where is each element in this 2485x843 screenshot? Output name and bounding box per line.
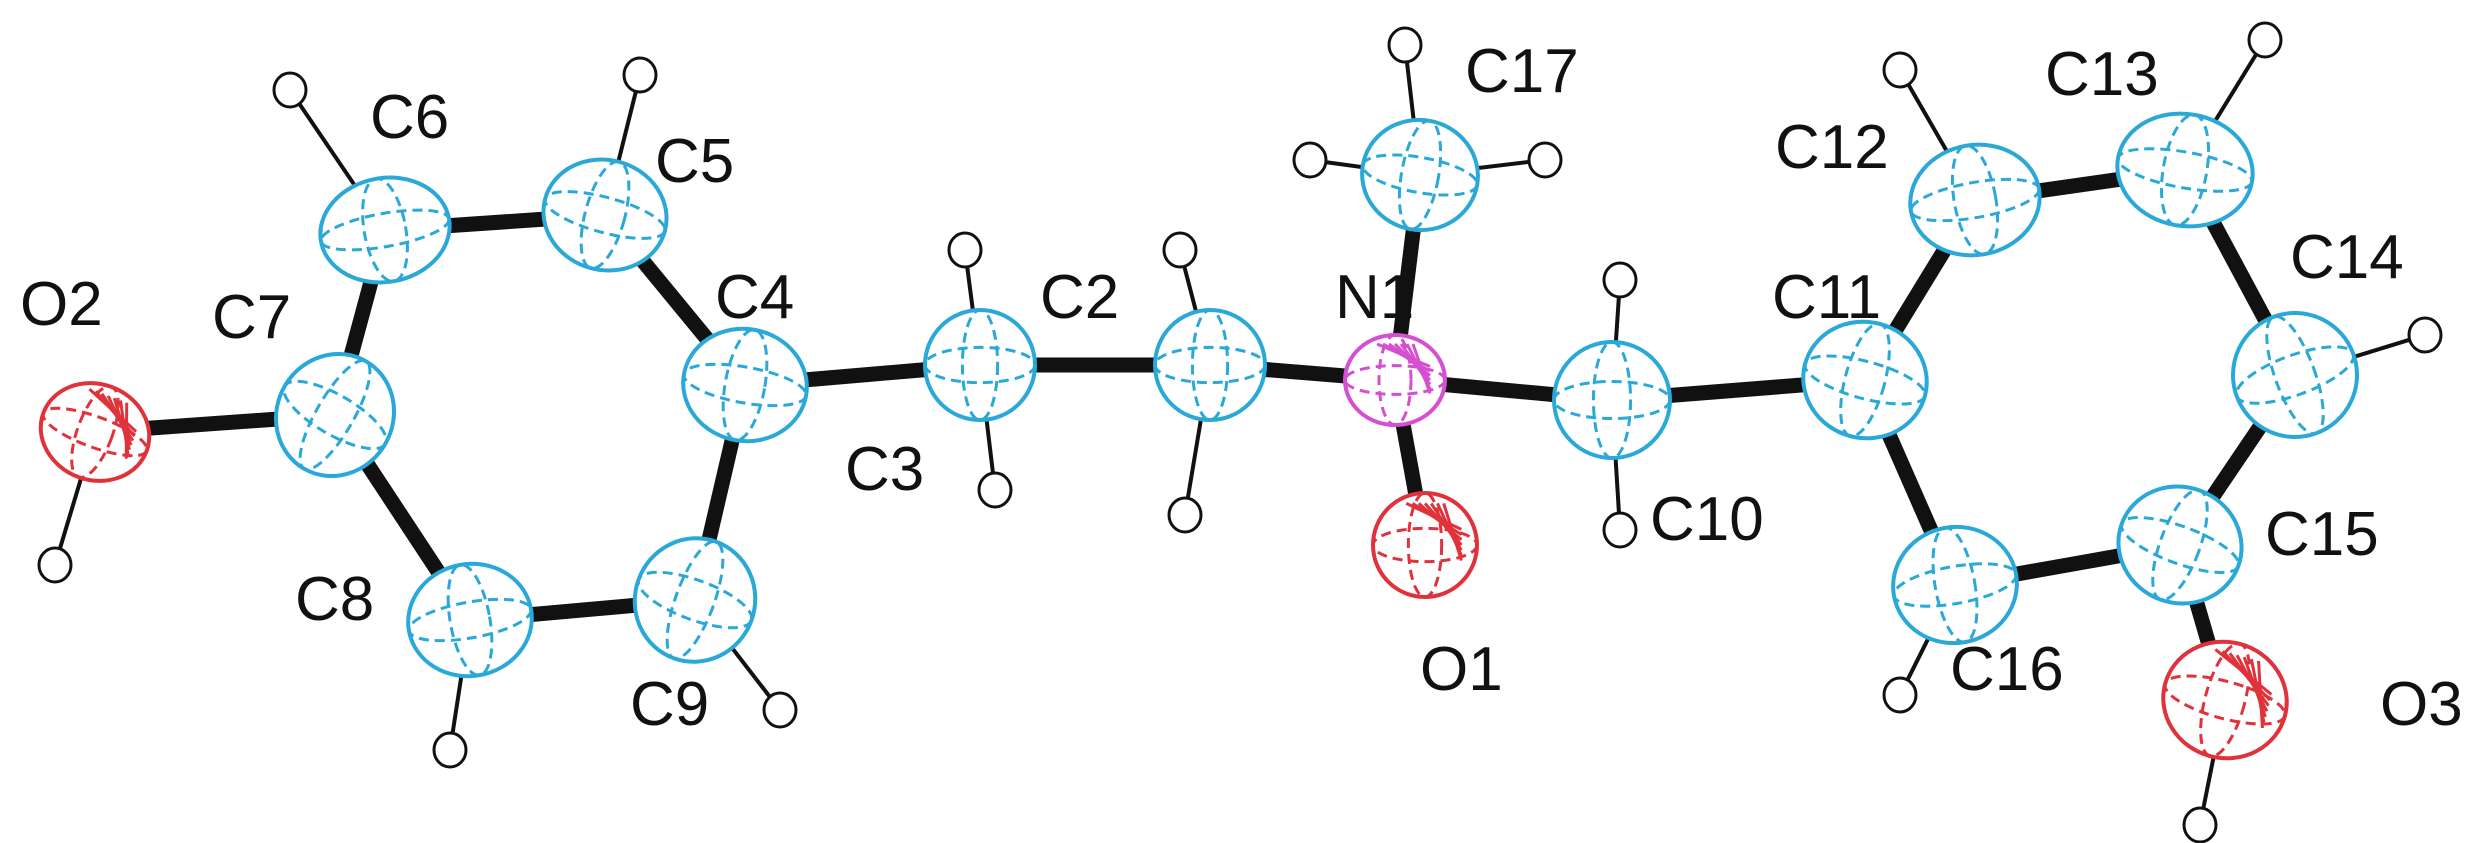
atom-ellipsoid-c14 bbox=[2231, 311, 2359, 439]
atom-ellipsoid-c17 bbox=[1360, 117, 1480, 233]
atom-ellipsoid-c13 bbox=[2115, 111, 2255, 229]
atom-label-c12: C12 bbox=[1775, 113, 1889, 182]
hydrogen-atom bbox=[1527, 141, 1563, 179]
atom-ellipsoid-c6 bbox=[318, 175, 452, 285]
atom-ellipsoid-c10 bbox=[1552, 340, 1672, 460]
atom-ellipsoid-o3 bbox=[2161, 639, 2289, 761]
hydrogen-atom bbox=[1387, 26, 1423, 64]
atom-ellipsoid-c12 bbox=[1908, 142, 2042, 258]
atom-label-c8: C8 bbox=[295, 565, 374, 634]
hydrogen-atom bbox=[947, 231, 983, 269]
atom-label-o3: O3 bbox=[2380, 670, 2463, 739]
atom-label-c13: C13 bbox=[2045, 40, 2159, 109]
hydrogen-atom bbox=[762, 691, 798, 729]
atom-label-c4: C4 bbox=[715, 263, 794, 332]
hydrogen-atom bbox=[37, 546, 73, 584]
atom-ellipsoid-c4 bbox=[681, 326, 809, 444]
atom-label-c17: C17 bbox=[1465, 37, 1579, 106]
atom-ellipsoid-c11 bbox=[1801, 319, 1929, 441]
atom-layer bbox=[38, 111, 2359, 761]
atom-label-c2: C2 bbox=[1040, 263, 1119, 332]
atom-ellipsoid-c5 bbox=[541, 157, 669, 273]
hydrogen-atom bbox=[1602, 511, 1638, 549]
hydrogen-atom bbox=[2182, 806, 2218, 843]
atom-label-o2: O2 bbox=[20, 270, 103, 339]
hydrogen-atom bbox=[1162, 231, 1198, 269]
atom-label-c5: C5 bbox=[655, 127, 734, 196]
hydrogen-atom bbox=[622, 56, 658, 94]
hydrogen-atom bbox=[1882, 676, 1918, 714]
atom-label-c15: C15 bbox=[2265, 500, 2379, 569]
atom-ellipsoid-c7 bbox=[273, 351, 397, 479]
atom-ellipsoid-n1 bbox=[1343, 333, 1447, 427]
atom-label-c14: C14 bbox=[2290, 223, 2404, 292]
atom-label-c7: C7 bbox=[212, 283, 291, 352]
atom-label-c6: C6 bbox=[370, 83, 449, 152]
atom-label-c3: C3 bbox=[845, 435, 924, 504]
hydrogen-atom bbox=[272, 71, 308, 109]
atom-ellipsoid-c8 bbox=[406, 561, 534, 679]
atom-label-n1: N1 bbox=[1335, 263, 1414, 332]
hydrogen-atom bbox=[1882, 51, 1918, 89]
hydrogen-atom bbox=[432, 731, 468, 769]
atom-ellipsoid-o2 bbox=[38, 381, 152, 483]
hydrogen-atom bbox=[2407, 316, 2443, 354]
hydrogen-atom bbox=[2247, 21, 2283, 59]
atom-ellipsoid-c3 bbox=[923, 308, 1037, 422]
hydrogen-atom bbox=[1292, 141, 1328, 179]
hydrogen-atom bbox=[1167, 496, 1203, 534]
atom-ellipsoid-o1 bbox=[1371, 491, 1479, 599]
atom-ellipsoid-c2 bbox=[1153, 308, 1267, 422]
atom-ellipsoid-c15 bbox=[2116, 484, 2244, 606]
atom-label-c9: C9 bbox=[630, 670, 709, 739]
hydrogen-atom bbox=[977, 471, 1013, 509]
atom-label-c11: C11 bbox=[1772, 263, 1881, 332]
atom-label-c16: C16 bbox=[1950, 635, 2064, 704]
atom-ellipsoid-c9 bbox=[632, 536, 758, 664]
hydrogen-atom bbox=[1602, 261, 1638, 299]
atom-label-c10: C10 bbox=[1650, 485, 1764, 554]
atom-ellipsoid-c16 bbox=[1891, 524, 2019, 646]
atom-label-o1: O1 bbox=[1420, 635, 1503, 704]
